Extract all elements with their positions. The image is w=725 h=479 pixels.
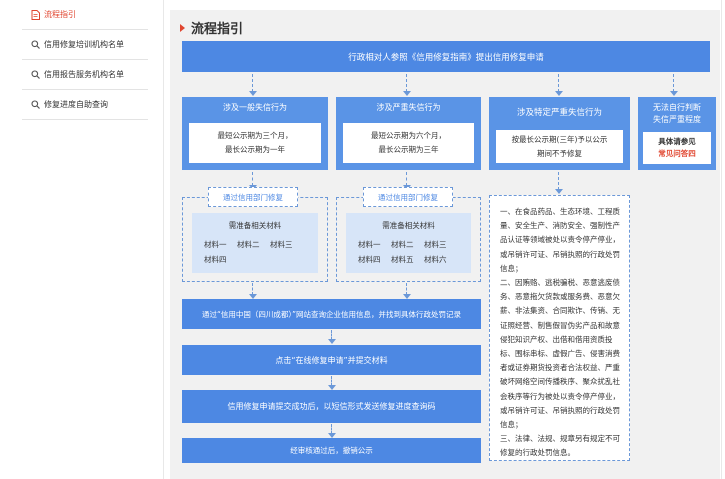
flowchart-panel: 流程指引 行政相对人参照《信用修复指南》提出信用修复申请 涉及一般失信行为 最短… — [170, 10, 720, 479]
undetermined-severity-panel: 无法自行判断 失信严重程度 具体请参见 常见问答四 — [638, 97, 716, 170]
flow-arrow — [328, 330, 336, 344]
sidebar-item-training-institutions[interactable]: 信用修复培训机构名单 — [22, 30, 148, 60]
panel-body: 最短公示期为六个月， 最长公示期为三年 — [343, 123, 474, 163]
serious-dishonesty-panel: 涉及严重失信行为 最短公示期为六个月， 最长公示期为三年 — [336, 97, 481, 170]
step-submit-online: 点击“在线修复申请”并提交材料 — [182, 345, 481, 375]
panel-header: 涉及严重失信行为 — [376, 102, 441, 112]
repair-via-credit-dept-tag: 通过信用部门修复 — [363, 187, 453, 207]
step-revoke-publicity: 经审核通过后，撤销公示 — [182, 438, 481, 463]
sidebar-item-label: 修复进度自助查询 — [44, 100, 108, 109]
repair-via-credit-dept-tag: 通过信用部门修复 — [208, 187, 298, 207]
title-marker-icon — [180, 23, 185, 32]
panel-body: 按最长公示期(三年)予以公示 期间不予修复 — [496, 130, 623, 163]
flow-arrow — [403, 283, 411, 299]
panel-header: 涉及一般失信行为 — [223, 102, 287, 112]
panel-body: 最短公示期为三个月， 最长公示期为一年 — [189, 123, 321, 163]
sidebar: 流程指引 信用修复培训机构名单 信用报告服务机构名单 修复进度自助查询 — [22, 0, 148, 120]
search-icon — [30, 100, 40, 110]
panel-body: 具体请参见 常见问答四 — [643, 132, 711, 164]
search-icon — [30, 40, 40, 50]
panel-header: 涉及特定严重失信行为 — [516, 108, 602, 118]
sidebar-item-process-guide[interactable]: 流程指引 — [22, 0, 148, 30]
non-repairable-items-box: 一、在食品药品、生态环境、工程质量、安全生产、消防安全、强制性产品认证等领域被处… — [489, 195, 630, 461]
materials-box-general: 需准备相关材料 材料一 材料二 材料三 材料四 — [192, 213, 318, 273]
sidebar-item-report-institutions[interactable]: 信用报告服务机构名单 — [22, 60, 148, 90]
flow-arrow — [328, 424, 336, 438]
flow-start-box: 行政相对人参照《信用修复指南》提出信用修复申请 — [182, 41, 710, 72]
materials-box-serious: 需准备相关材料 材料一 材料二 材料三 材料四 材料五 材料六 — [346, 213, 471, 273]
flow-arrow — [403, 74, 411, 96]
panel-header: 无法自行判断 失信严重程度 — [653, 103, 701, 124]
faq-four-link[interactable]: 常见问答四 — [658, 149, 696, 158]
sidebar-item-progress-query[interactable]: 修复进度自助查询 — [22, 90, 148, 120]
sidebar-item-label: 流程指引 — [44, 10, 76, 19]
general-dishonesty-panel: 涉及一般失信行为 最短公示期为三个月， 最长公示期为一年 — [182, 97, 328, 170]
flow-arrow — [555, 74, 563, 96]
sidebar-item-label: 信用报告服务机构名单 — [44, 70, 124, 79]
right-divider — [721, 0, 722, 479]
flow-arrow — [249, 283, 257, 299]
flow-arrow — [328, 376, 336, 390]
search-icon — [30, 70, 40, 80]
step-sms-code: 信用修复申请提交成功后，以短信形式发送修复进度查询码 — [182, 390, 481, 423]
document-icon — [30, 9, 40, 20]
sidebar-item-label: 信用修复培训机构名单 — [44, 40, 124, 49]
flow-arrow — [555, 172, 563, 194]
flow-arrow — [249, 74, 257, 96]
page-title: 流程指引 — [180, 18, 243, 37]
step-query-records: 通过“信用中国（四川成都）”网站查询企业信用信息，并找到具体行政处罚记录 — [182, 299, 481, 329]
specific-serious-dishonesty-panel: 涉及特定严重失信行为 按最长公示期(三年)予以公示 期间不予修复 — [489, 97, 630, 170]
flow-arrow — [670, 74, 678, 96]
sidebar-divider — [163, 0, 164, 479]
